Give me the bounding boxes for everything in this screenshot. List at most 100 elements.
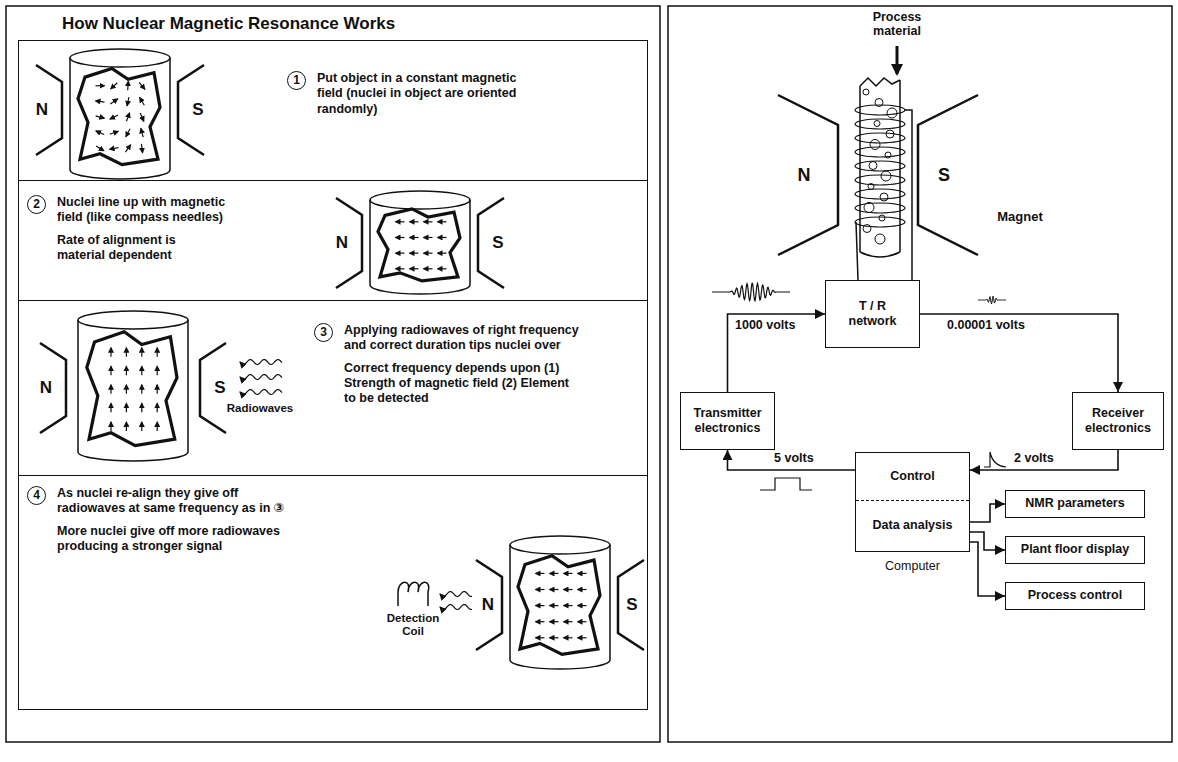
bubble [880, 193, 888, 201]
magnet-pole [918, 95, 978, 255]
bubble [874, 121, 880, 127]
nucleus-arrow [396, 253, 405, 254]
nucleus-arrow [110, 422, 111, 431]
nucleus-arrow [126, 113, 129, 121]
nucleus-arrow [578, 637, 587, 638]
nucleus-arrow [438, 268, 447, 269]
radiowave [240, 360, 282, 365]
box-label: Transmitter electronics [689, 406, 766, 437]
signal-connector [970, 504, 1005, 522]
coil-label: Detection Coil [382, 612, 444, 638]
output-box: Process control [1005, 582, 1145, 610]
radiowave [240, 390, 282, 395]
rf-coil-turn [855, 203, 905, 213]
nucleus-arrow [410, 253, 419, 254]
nucleus-arrow [126, 385, 127, 394]
nucleus-arrow [578, 621, 587, 622]
bubble [863, 89, 869, 95]
nucleus-arrow [564, 573, 573, 574]
flow-arrow [896, 46, 899, 74]
nucleus-arrow [578, 589, 587, 590]
cylinder-top [70, 49, 170, 67]
nucleus-arrow [157, 385, 158, 394]
rf-coil-turn [855, 161, 905, 171]
step-panel: 1Put object in a constant magnetic field… [18, 40, 648, 181]
cylinder-body [510, 545, 610, 669]
nucleus-arrow [536, 573, 545, 574]
cylinder-top [370, 191, 470, 209]
step-text: More nuclei give off more radiowaves pro… [57, 524, 307, 555]
signal-connector [970, 542, 1005, 596]
tube-break [860, 78, 900, 86]
decay-signal [984, 452, 1006, 467]
nucleus-arrow [424, 221, 433, 222]
panel-border [6, 6, 660, 742]
nucleus-arrow [110, 131, 119, 134]
computer-box: ControlData analysisComputer [855, 452, 970, 552]
step-panel: 2Nuclei line up with magnetic field (lik… [18, 180, 648, 301]
tr-network-box: T / R network [825, 280, 920, 348]
radiowave [240, 375, 282, 380]
nucleus-arrow [550, 589, 559, 590]
transmitter-box: Transmitter electronics [680, 392, 775, 450]
cylinder-body [78, 320, 188, 461]
nucleus-arrow [96, 146, 104, 151]
nucleus-arrow [396, 237, 405, 238]
bubble [879, 215, 885, 221]
nucleus-arrow [139, 82, 145, 89]
process-tube [860, 80, 900, 257]
nucleus-arrow [96, 85, 105, 86]
cylinder-top [78, 311, 188, 329]
nucleus-arrow [141, 366, 142, 375]
nucleus-arrow [110, 403, 111, 412]
nucleus-arrow [126, 366, 127, 375]
pole-label: S [935, 165, 953, 186]
input-label: Process material [852, 10, 942, 39]
rf-coil-turn [855, 217, 905, 227]
nucleus-arrow [141, 144, 142, 153]
step-illustration [40, 311, 282, 461]
pole-label: N [38, 378, 54, 398]
nucleus-arrow [410, 268, 419, 269]
nucleus-arrow [564, 605, 573, 606]
nucleus-arrow [424, 268, 433, 269]
pole-label: S [190, 100, 206, 120]
detection-coil [398, 582, 429, 606]
nucleus-arrow [536, 605, 545, 606]
nucleus-arrow [110, 366, 111, 375]
nucleus-arrow [578, 573, 587, 574]
nucleus-arrow [140, 113, 144, 121]
nucleus-arrow [141, 385, 142, 394]
magnet-pole [476, 560, 502, 650]
nucleus-arrow [127, 97, 129, 106]
rf-coil-turn [855, 119, 905, 129]
box-caption: Computer [856, 559, 969, 574]
step-panel: 3Applying radiowaves of right frequency … [18, 300, 648, 476]
nucleus-arrow [110, 385, 111, 394]
voltage-label: 2 volts [1012, 451, 1056, 465]
nucleus-arrow [140, 98, 145, 106]
box-label: Plant floor display [1021, 542, 1129, 557]
step-text-column: As nuclei re-align they give off radiowa… [57, 486, 307, 554]
nucleus-arrow [564, 621, 573, 622]
sample-outline [518, 556, 600, 655]
nucleus-arrow [550, 637, 559, 638]
nucleus-arrow [578, 605, 587, 606]
callout-number: 1 [287, 71, 306, 90]
step-panel: 4As nuclei re-align they give off radiow… [18, 475, 648, 710]
section-label: Control [856, 453, 969, 501]
bubble [881, 171, 891, 181]
nucleus-arrow [110, 148, 119, 150]
callout-number: 3 [314, 323, 333, 342]
nucleus-arrow [396, 221, 405, 222]
step-text-column: Nuclei line up with magnetic field (like… [57, 195, 227, 263]
pole-label: N [480, 595, 496, 615]
nucleus-arrow [141, 422, 142, 431]
magnet-pole [778, 95, 838, 255]
section-label: Data analysis [856, 501, 969, 551]
nucleus-arrow [438, 253, 447, 254]
step-text: Correct frequency depends upon (1) Stren… [344, 361, 584, 407]
